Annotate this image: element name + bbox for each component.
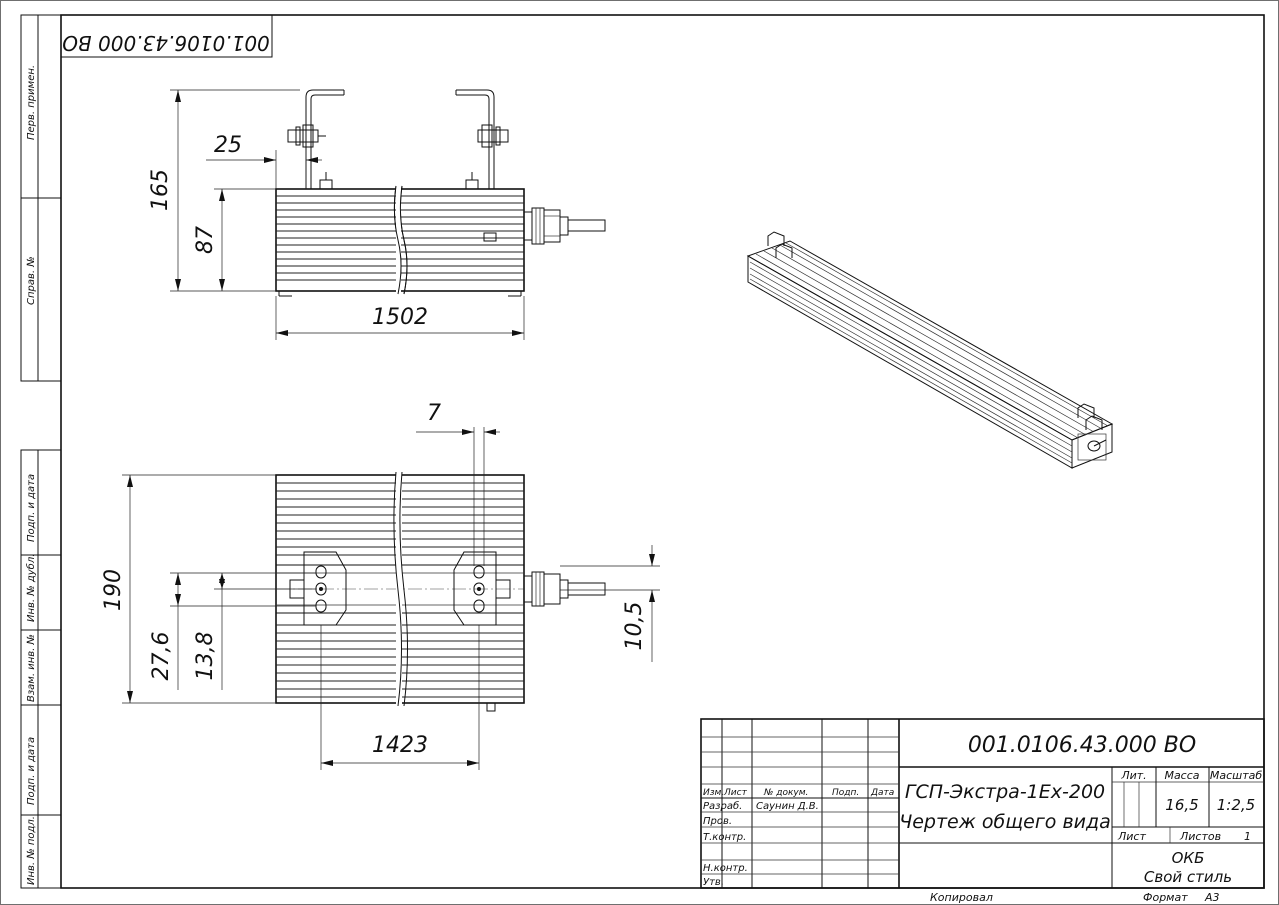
dim-1502-label: 1502: [372, 305, 428, 330]
header-list: Лист: [723, 788, 748, 798]
dim-190: 190: [101, 474, 276, 704]
lit-label: Лит.: [1120, 769, 1146, 782]
strip-label-sprav: Справ. №: [26, 256, 37, 305]
dim-87-label: 87: [193, 226, 218, 254]
sheets-label: Листов: [1179, 830, 1221, 843]
header-sign: Подп.: [832, 788, 859, 798]
dim-7: 7: [416, 401, 500, 566]
dim-1423: 1423: [320, 625, 480, 770]
left-strip: Перв. примен. Справ. № Подп. и дата Инв.…: [20, 14, 62, 889]
format-label: Формат: [1143, 891, 1188, 904]
dim-13-8-label: 13,8: [193, 632, 218, 681]
org-line-2: Свой стиль: [1144, 868, 1232, 886]
title-designation: 001.0106.43.000 ВО: [968, 733, 1196, 758]
dim-10-5: 10,5: [560, 545, 660, 662]
dim-165-label: 165: [148, 169, 173, 211]
isometric-view: [746, 231, 1114, 469]
header-izm: Изм.: [703, 788, 724, 798]
role-utv: Утв.: [703, 877, 724, 888]
side-bracket-left: [287, 89, 345, 190]
title-block: 001.0106.43.000 ВО Изм. Лист № докум. По…: [700, 718, 1265, 889]
dim-27-6-label: 27,6: [149, 632, 174, 681]
strip-label-inv-dubl: Инв. № дубл.: [25, 554, 37, 622]
strip-label-podp-2: Подп. и дата: [26, 737, 37, 805]
product-name: ГСП-Экстра-1Ex-200: [905, 781, 1105, 803]
role-nkontr: Н.контр.: [703, 863, 748, 874]
dim-1502: 1502: [275, 296, 525, 340]
dim-87: 87: [193, 188, 276, 291]
dim-10-5-label: 10,5: [622, 602, 647, 651]
dim-13-8: 13,8: [193, 573, 316, 690]
header-doc-no: № докум.: [763, 788, 808, 798]
side-bracket-right: [455, 89, 509, 190]
scale-label: Масштаб: [1210, 769, 1262, 782]
dim-7-label: 7: [427, 401, 441, 426]
plan-view: 190 27,6 13,8 7: [101, 401, 660, 770]
org-line-1: ОКБ: [1172, 849, 1205, 867]
dim-27-6: 27,6: [149, 572, 316, 690]
role-prov: Пров.: [703, 816, 732, 827]
dim-1423-label: 1423: [372, 733, 428, 758]
role-tkontr: Т.контр.: [703, 832, 746, 843]
corner-stamp: 001.0106.43.000 ВО: [60, 14, 273, 58]
scale-value: 1:2,5: [1217, 796, 1255, 814]
side-cable-gland: [523, 207, 606, 245]
drawing-type: Чертеж общего вида: [899, 811, 1111, 833]
strip-label-inv-podl: Инв. № подл.: [26, 816, 37, 885]
strip-label-vzam: Взам. инв. №: [26, 634, 37, 702]
mass-label: Масса: [1164, 769, 1199, 782]
plan-cable-gland: [523, 571, 606, 607]
plan-bracket-right: [453, 551, 511, 626]
role-razrab: Разраб.: [703, 800, 742, 812]
format-value: А3: [1204, 891, 1220, 904]
dim-25-label: 25: [214, 133, 242, 158]
plan-bracket-left: [289, 551, 347, 626]
dim-165: 165: [148, 89, 300, 292]
mass-value: 16,5: [1165, 796, 1198, 814]
sheet-label: Лист: [1117, 830, 1146, 843]
sheets-value: 1: [1244, 830, 1251, 843]
corner-stamp-code: 001.0106.43.000 ВО: [62, 31, 270, 55]
developer-name: Саунин Д.В.: [756, 801, 819, 812]
strip-label-perv: Перв. примен.: [26, 65, 37, 140]
header-date: Дата: [870, 788, 894, 798]
strip-label-podp-1: Подп. и дата: [26, 474, 37, 542]
dim-190-label: 190: [101, 569, 126, 611]
dim-25: 25: [206, 133, 322, 189]
copied-label: Копировал: [930, 891, 993, 904]
side-view: 165 87 25 1502: [148, 89, 606, 340]
